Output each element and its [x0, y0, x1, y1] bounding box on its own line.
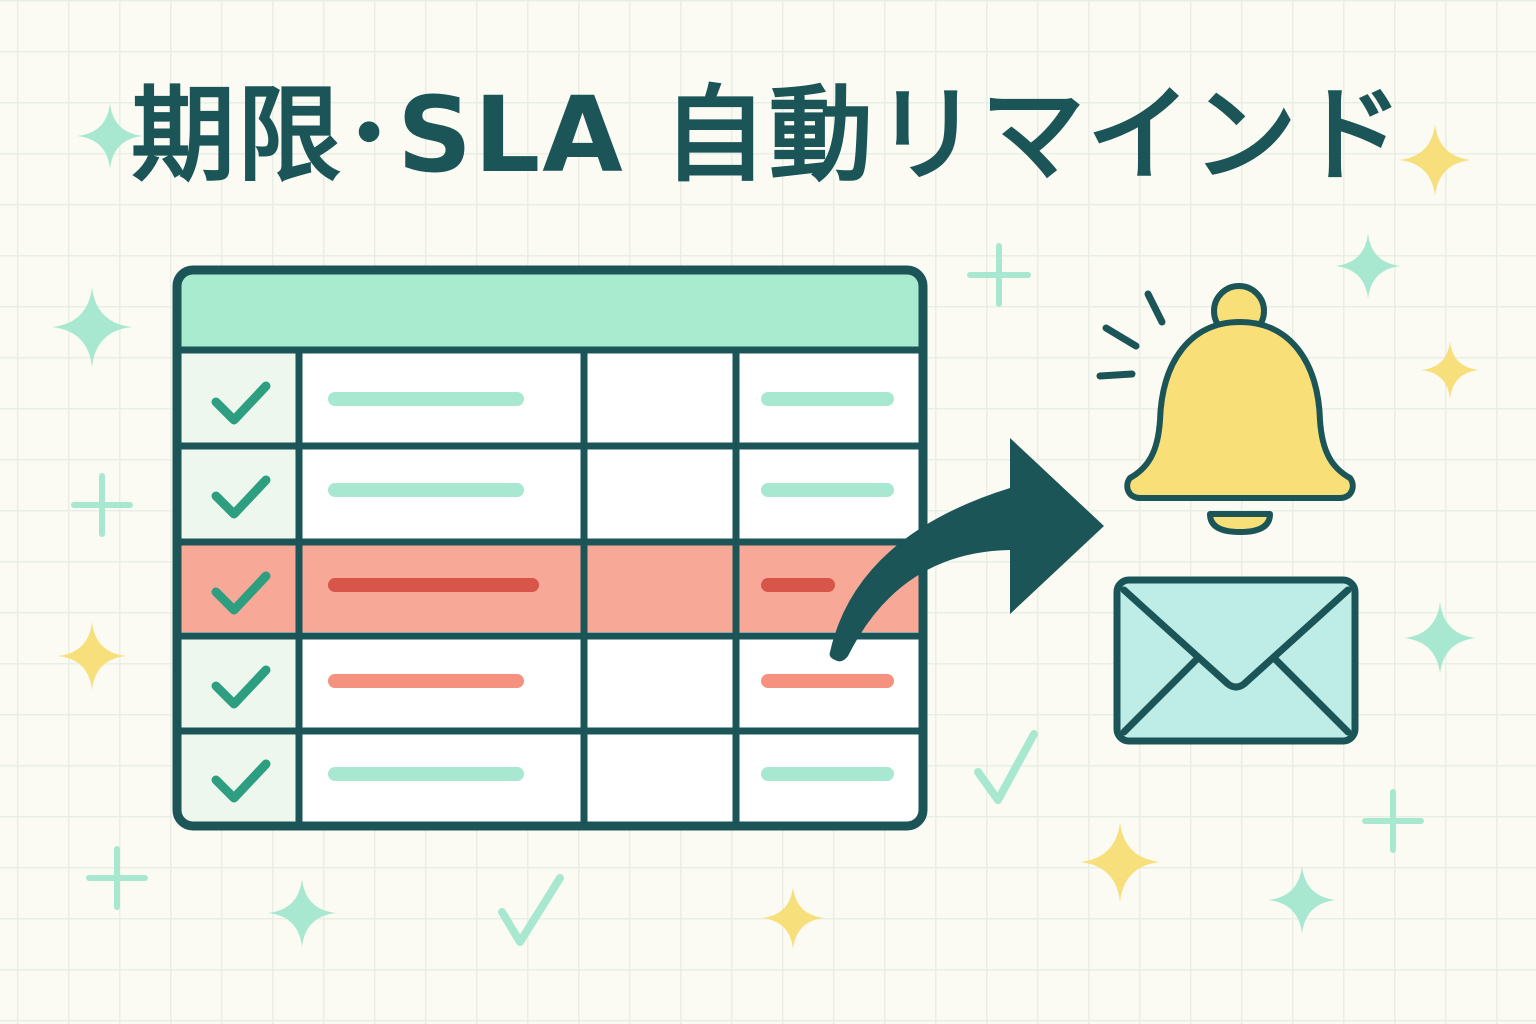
- checks-decoration: [498, 730, 1038, 946]
- sparkle-icon: [1421, 341, 1479, 399]
- plus-icon: [71, 473, 133, 537]
- table-header: [177, 270, 923, 350]
- check-icon: [211, 665, 271, 709]
- plus-icon: [967, 243, 1031, 307]
- plus-icon: [86, 846, 148, 910]
- sparkle-icon: [1080, 822, 1160, 902]
- sparkle-icon: [761, 886, 825, 950]
- sparkle-icon: [1404, 602, 1476, 674]
- check-icon: [211, 571, 271, 615]
- spreadsheet: [172, 265, 928, 831]
- check-icon: [974, 730, 1038, 804]
- bell-icon: [1096, 283, 1356, 535]
- check-icon: [211, 475, 271, 519]
- sparkle-icon: [58, 622, 126, 690]
- check-icon: [211, 381, 271, 425]
- check-icon: [211, 759, 271, 803]
- envelope-icon: [1113, 576, 1359, 745]
- sparkle-icon: [1268, 866, 1336, 934]
- sparkle-icon: [1399, 124, 1471, 196]
- sparkle-icon: [268, 879, 336, 947]
- plus-decoration: [71, 243, 1424, 910]
- sparkle-icon: [52, 287, 132, 367]
- curved-arrow-icon: [829, 438, 1104, 662]
- plus-icon: [1362, 789, 1424, 853]
- sparkle-icon: [1335, 233, 1401, 299]
- sparkle-icon: [77, 103, 143, 169]
- page-title: 期限･SLA 自動リマインド: [131, 74, 1405, 196]
- check-icon: [498, 874, 564, 946]
